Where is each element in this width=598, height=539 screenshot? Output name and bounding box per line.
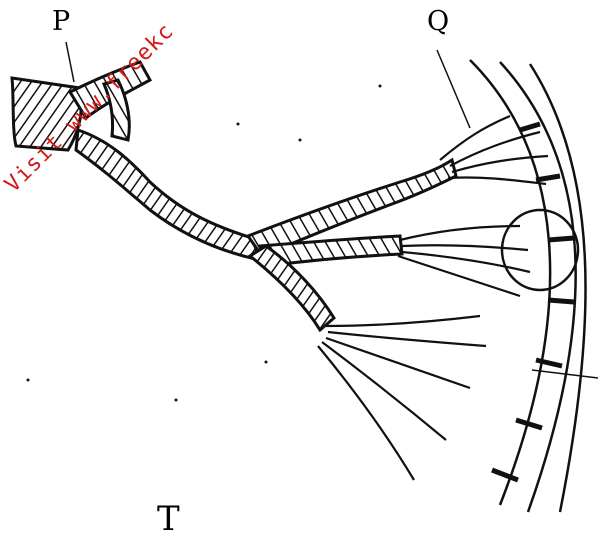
label-p: P: [52, 6, 70, 37]
leader-line-p: [66, 42, 74, 82]
tracheoles-lower: [318, 316, 486, 480]
tracheoles-middle: [398, 226, 530, 296]
label-q: Q: [427, 6, 449, 37]
tissue-wall-rings: [492, 124, 574, 480]
trachea-main-trunk: [76, 130, 260, 260]
leader-line-q: [437, 50, 470, 128]
label-t: T: [157, 502, 180, 536]
highlight-circle: [502, 210, 578, 290]
